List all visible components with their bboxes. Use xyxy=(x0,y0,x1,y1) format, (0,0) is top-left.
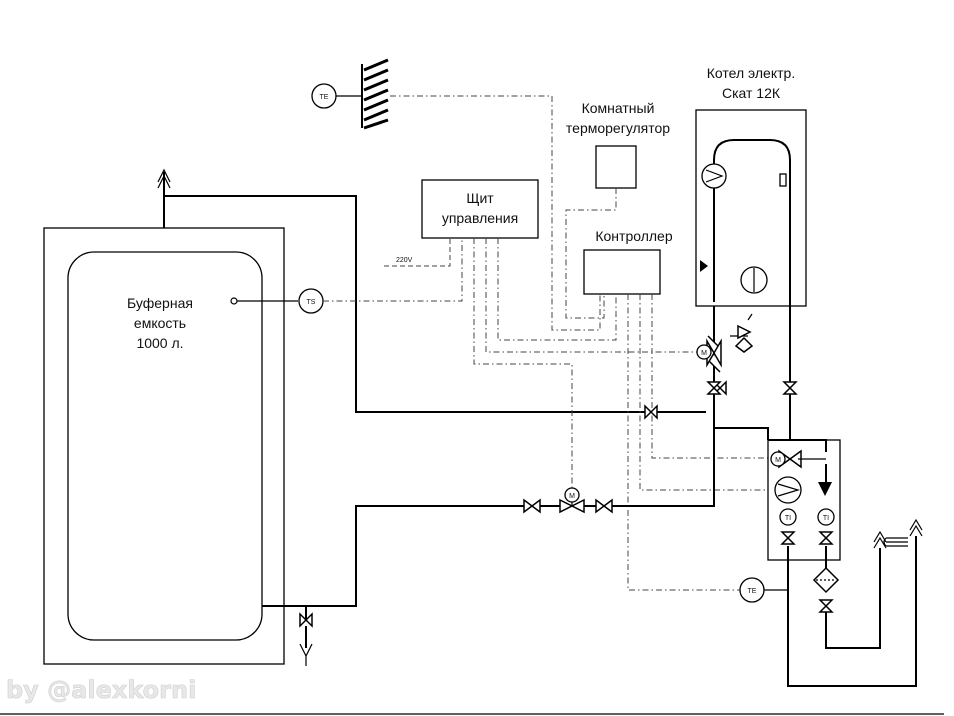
return-thermometer-label: TI xyxy=(823,515,829,522)
power-label: 220V xyxy=(396,257,413,264)
tank-valve-right-icon xyxy=(595,498,613,514)
circulation-pump-icon xyxy=(774,476,802,504)
safety-valve-icon xyxy=(734,313,754,353)
panel-to-boiler-valve-line xyxy=(485,238,700,353)
controller-label: Контроллер xyxy=(595,228,672,244)
return-shutoff-valve-icon xyxy=(818,599,834,613)
watermark: by @alexkorni xyxy=(6,676,196,704)
power-line xyxy=(384,238,451,267)
boiler-label-line2: Скат 12К xyxy=(722,85,781,101)
buffer-label-line1: Буферная xyxy=(127,295,193,311)
heating-supply-pipe xyxy=(787,536,917,687)
radiator-vent-icon xyxy=(873,518,923,549)
outdoor-sensor-label: TE xyxy=(320,94,329,101)
boiler-pump-icon xyxy=(701,163,727,189)
boiler-heater-icon xyxy=(740,266,768,294)
return-valve-icon xyxy=(818,531,834,545)
buffer-sensor-line xyxy=(323,238,463,302)
heating-return-pipe xyxy=(825,548,881,649)
controller-to-circuit-valve-line xyxy=(651,294,776,459)
outdoor-wall-icon xyxy=(361,58,389,130)
boiler-label-line1: Котел электр. xyxy=(707,65,795,81)
control-panel-label-line1: Щит xyxy=(466,190,494,206)
buffer-tank xyxy=(43,227,285,665)
boiler-motor-label: M xyxy=(701,350,707,357)
control-panel-label-line2: управления xyxy=(442,210,518,226)
supply-thermometer-label: TI xyxy=(785,515,791,522)
circuit-motor-label: M xyxy=(775,457,781,464)
buffer-line-valve-icon xyxy=(644,404,706,420)
outdoor-temp-sensor-icon xyxy=(311,83,337,109)
supply-thermometer-icon xyxy=(779,508,797,526)
drain-valve-icon xyxy=(299,612,313,666)
boiler-return-valve-icon xyxy=(782,381,798,395)
tank-top-pipe xyxy=(157,168,645,413)
thermostat-line xyxy=(565,188,617,319)
control-panel-box xyxy=(421,179,539,239)
buffer-sensor-label: TS xyxy=(307,299,316,306)
supply-valve-icon xyxy=(780,531,796,545)
flow-sensor-label: TE xyxy=(748,588,757,595)
controller-to-flow-sensor-line xyxy=(627,294,740,591)
boiler-check-valve-icon xyxy=(700,260,708,272)
panel-to-mixing-valve-line xyxy=(473,238,573,490)
tank-bottom-pipe xyxy=(262,505,528,620)
panel-to-controller-line xyxy=(497,238,617,341)
buffer-sensor-probe xyxy=(230,297,298,305)
return-thermometer-icon xyxy=(817,508,835,526)
strainer-icon xyxy=(812,566,840,594)
outdoor-sensor-line xyxy=(390,95,601,331)
boiler-supply-valve-icon xyxy=(706,380,727,396)
check-valve-icon xyxy=(818,464,832,496)
thermostat-label-line1: Комнатный xyxy=(582,100,655,116)
circuit-motor-valve-icon xyxy=(770,449,802,469)
controller-box xyxy=(583,249,661,295)
buffer-label-line2: емкость xyxy=(134,315,186,331)
boiler-motor-valve-icon xyxy=(696,335,722,373)
tank-valve-left-icon xyxy=(523,498,541,514)
thermostat-label-line2: терморегулятор xyxy=(566,120,670,136)
buffer-label-line3: 1000 л. xyxy=(136,335,183,351)
mixing-valve-motor-label: M xyxy=(569,493,575,500)
room-thermostat-box xyxy=(595,145,637,189)
controller-to-pump-line xyxy=(639,294,770,491)
mixing-valve-icon xyxy=(559,487,585,514)
